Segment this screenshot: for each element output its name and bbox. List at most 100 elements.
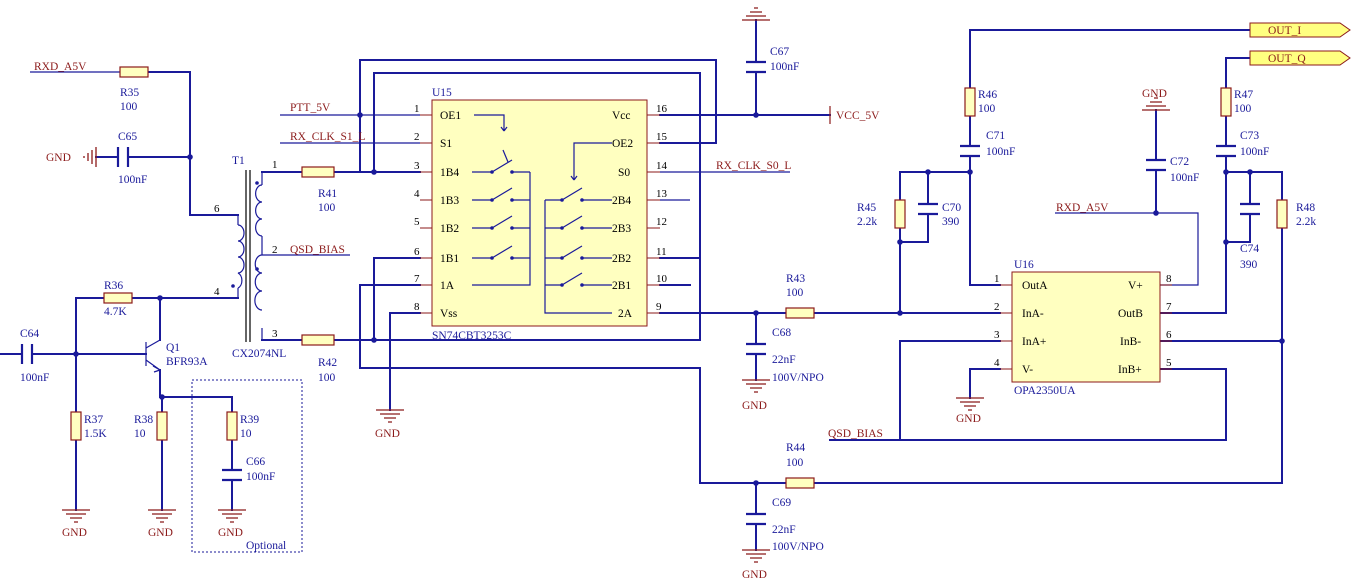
u15-pin-num: 6 — [414, 246, 420, 258]
c64-plates — [20, 344, 34, 364]
net-qsd-bias-bottom: QSD_BIAS — [828, 428, 883, 440]
c74-plates — [1240, 202, 1260, 216]
c70-plates — [918, 202, 938, 216]
c67-plates — [746, 60, 766, 74]
gnd-icon-vss — [376, 409, 404, 423]
c73-value: 100nF — [1240, 146, 1269, 158]
net-rx-clk-s0-l: RX_CLK_S0_L — [716, 160, 791, 172]
u15-pin-num: 14 — [656, 160, 668, 172]
r42-body — [301, 334, 335, 346]
r39-ref: R39 — [240, 414, 259, 426]
gnd-icon-c72 — [1142, 97, 1170, 111]
u15-pin-num: 2 — [414, 131, 420, 143]
r44-value: 100 — [786, 457, 804, 469]
c69-ref: C69 — [772, 497, 791, 509]
net-gnd-c69: GND — [742, 569, 767, 579]
u15-pin-num: 11 — [656, 246, 667, 258]
out-i-flag — [1249, 22, 1351, 38]
u16-pin-name: V+ — [1128, 280, 1143, 292]
c68-ref: C68 — [772, 327, 791, 339]
c70-ref: C70 — [942, 202, 961, 214]
u16-pin-num: 4 — [994, 357, 1000, 369]
r46-body — [964, 87, 976, 117]
r43-value: 100 — [786, 287, 804, 299]
r44-body — [785, 477, 815, 489]
net-out-i: OUT_I — [1268, 25, 1301, 37]
net-gnd-r38: GND — [148, 527, 173, 539]
net-rxd-a5v-left: RXD_A5V — [34, 61, 87, 73]
gnd-icon-c65 — [83, 147, 97, 167]
resistors — [70, 66, 1288, 489]
u15-pin-name: S0 — [618, 167, 630, 179]
u15-pin-num: 10 — [656, 273, 668, 285]
u16-opamp: 1 2 3 4 OutA InA- InA+ V- 8 7 6 5 V+ Out… — [994, 259, 1172, 397]
u15-pin-name: OE2 — [612, 138, 633, 150]
r36-value: 4.7K — [104, 306, 127, 318]
net-rx-clk-s1-l: RX_CLK_S1_L — [290, 131, 365, 143]
c66-plates — [222, 468, 242, 482]
q1-ref: Q1 — [166, 342, 180, 354]
r48-value: 2.2k — [1296, 216, 1316, 228]
c66-ref: C66 — [246, 456, 265, 468]
u16-part: OPA2350UA — [1014, 385, 1076, 397]
c70-value: 390 — [942, 216, 960, 228]
u15-pin-num: 9 — [656, 301, 662, 313]
r39-value: 10 — [240, 428, 252, 440]
u15-pin-name: 1A — [440, 280, 455, 292]
u16-pin-name: InA- — [1022, 308, 1044, 320]
c72-plates — [1146, 158, 1166, 172]
r41-body — [301, 166, 335, 178]
r45-ref: R45 — [857, 202, 876, 214]
u16-pin-name: V- — [1022, 364, 1033, 376]
c67-value: 100nF — [770, 61, 799, 73]
u15-pin-name: 2B1 — [612, 280, 631, 292]
u15-pin-num: 5 — [414, 216, 420, 228]
r38-body — [156, 411, 168, 441]
r35-body — [119, 66, 149, 78]
t1-pin-num: 6 — [214, 203, 220, 215]
t1-pin-num: 1 — [272, 159, 278, 171]
net-gnd-c68: GND — [742, 400, 767, 412]
c74-ref: C74 — [1240, 243, 1259, 255]
gnd-icon-r38 — [148, 509, 176, 523]
r37-ref: R37 — [84, 414, 103, 426]
r37-value: 1.5K — [84, 428, 107, 440]
transistor-q1 — [145, 339, 161, 373]
c69-rating: 100V/NPO — [772, 541, 824, 553]
c73-plates — [1216, 144, 1236, 158]
r35-ref: R35 — [120, 87, 139, 99]
c68-value: 22nF — [772, 354, 796, 366]
gnd-icon-c66 — [218, 509, 246, 523]
net-labels: RXD_A5V GND PTT_5V RX_CLK_S1_L QSD_BIAS … — [34, 22, 1351, 579]
c64-value: 100nF — [20, 372, 49, 384]
t1-pin-num: 2 — [272, 244, 278, 256]
u15-pin-num: 4 — [414, 188, 420, 200]
c68-plates — [746, 342, 766, 356]
net-gnd-r37: GND — [62, 527, 87, 539]
net-gnd-u16: GND — [956, 413, 981, 425]
r46-ref: R46 — [978, 89, 997, 101]
u15-pin-name: 1B1 — [440, 253, 459, 265]
r47-body — [1220, 87, 1232, 117]
u15-ref: U15 — [432, 87, 452, 99]
u16-pin-name: OutB — [1118, 308, 1143, 320]
net-qsd-bias-t1: QSD_BIAS — [290, 244, 345, 256]
u15-pin-name: 1B3 — [440, 195, 459, 207]
c66-value: 100nF — [246, 471, 275, 483]
u16-pin-num: 5 — [1166, 357, 1172, 369]
t1-primary-coil — [237, 224, 245, 289]
u15-pin-num: 13 — [656, 188, 668, 200]
u16-pin-num: 3 — [994, 329, 1000, 341]
u15-pin-name: S1 — [440, 138, 452, 150]
r47-ref: R47 — [1234, 89, 1253, 101]
u15-pin-num: 15 — [656, 131, 668, 143]
gnd-icon-c69 — [742, 549, 770, 563]
c72-ref: C72 — [1170, 156, 1189, 168]
c73-ref: C73 — [1240, 130, 1259, 142]
r44-ref: R44 — [786, 442, 805, 454]
net-gnd-c72: GND — [1142, 88, 1167, 100]
c64-ref: C64 — [20, 328, 39, 340]
r41-ref: R41 — [318, 188, 337, 200]
capacitors — [20, 60, 1260, 526]
